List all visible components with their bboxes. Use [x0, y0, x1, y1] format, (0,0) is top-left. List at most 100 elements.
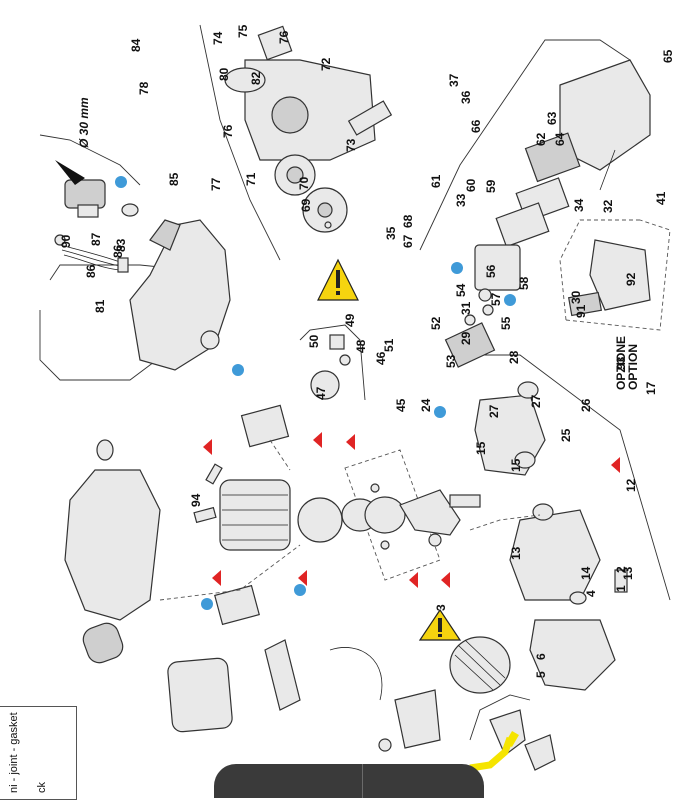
part-number-12: 12: [624, 478, 638, 492]
part-number-41: 41: [654, 191, 668, 205]
group-81-bracket: [39, 134, 141, 186]
red-triangle-icon: [212, 570, 221, 586]
blue-dot-icon: [451, 262, 463, 274]
part-number-63: 63: [545, 111, 559, 125]
air-filter-assembly: [495, 59, 651, 248]
part-number-13: 13: [621, 566, 635, 580]
part-number-58: 58: [517, 276, 531, 290]
warning-triangle-icon: [317, 258, 359, 301]
part-number-57: 57: [489, 292, 503, 306]
group-29-box: [344, 449, 441, 581]
part-number-64: 64: [553, 132, 567, 146]
legend-line-2: ck: [36, 782, 48, 793]
connector-line: [469, 514, 541, 531]
part-number-53: 53: [444, 354, 458, 368]
part-number-45: 45: [394, 398, 408, 412]
part-number-65: 65: [661, 49, 675, 63]
part-number-76: 76: [277, 30, 291, 44]
group-3-bracket: [460, 354, 671, 601]
connector-line: [269, 439, 291, 471]
part-number-6: 6: [534, 653, 548, 660]
option-box-side: [559, 219, 640, 321]
part-number-93: 93: [614, 356, 628, 370]
part-number-13: 13: [509, 546, 523, 560]
part-number-86: 86: [84, 264, 98, 278]
part-number-46: 46: [374, 351, 388, 365]
part-number-84: 84: [129, 38, 143, 52]
part-number-33: 33: [454, 193, 468, 207]
group-66-bracket: [419, 39, 631, 251]
part-number-55: 55: [499, 316, 513, 330]
part-number-82: 82: [249, 71, 263, 85]
crankshaft: [399, 489, 481, 547]
part-number-67: 67: [401, 234, 415, 248]
option-box: [565, 219, 671, 331]
warning-triangle-icon: [418, 608, 462, 641]
part-number-35: 35: [384, 226, 398, 240]
part-number-14: 14: [579, 566, 593, 580]
part-number-24: 24: [419, 398, 433, 412]
option-filter: [567, 239, 651, 317]
muffler: [167, 639, 301, 733]
viewer-toolbar[interactable]: [214, 764, 484, 798]
part-number-17: 17: [644, 381, 658, 395]
part-number-68: 68: [401, 214, 415, 228]
clutch-assembly: [469, 709, 556, 772]
fuel-tank: [129, 219, 231, 371]
ignition-coil: [329, 647, 441, 752]
blue-dot-icon: [232, 364, 244, 376]
part-number-92: 92: [624, 272, 638, 286]
legend-line-1: ni - joint - gasket: [8, 712, 20, 793]
cylinder: [219, 479, 343, 551]
part-number-25: 25: [559, 428, 573, 442]
part-number-66: 66: [469, 119, 483, 133]
part-number-80: 80: [217, 67, 231, 81]
option-label-1: OPZIONE: [614, 336, 628, 390]
option-label-2: OPTION: [626, 344, 640, 390]
part-number-81: 81: [93, 299, 107, 313]
red-triangle-icon: [611, 457, 620, 473]
part-number-69: 69: [299, 198, 313, 212]
part-number-78: 78: [137, 81, 151, 95]
red-triangle-icon: [203, 439, 212, 455]
part-number-48: 48: [354, 339, 368, 353]
part-number-61: 61: [429, 174, 443, 188]
part-number-83: 83: [114, 238, 128, 252]
part-number-94: 94: [189, 493, 203, 507]
part-number-30: 30: [569, 290, 583, 304]
flywheel: [449, 636, 511, 694]
part-number-56: 56: [484, 264, 498, 278]
part-number-1: 1: [614, 585, 628, 592]
blue-dot-icon: [201, 598, 213, 610]
arrow-icon: [55, 160, 85, 185]
ignition-parts: [310, 334, 351, 400]
part-number-27: 27: [529, 394, 543, 408]
engine-cover: [64, 439, 161, 664]
part-number-86: 86: [111, 244, 125, 258]
filler-cap: [64, 179, 139, 218]
carburetor: [444, 244, 521, 368]
blue-dot-icon: [434, 406, 446, 418]
part-number-49: 49: [343, 313, 357, 327]
part-number-74: 74: [211, 31, 225, 45]
red-triangle-icon: [313, 432, 322, 448]
part-number-31: 31: [459, 301, 473, 315]
part-number-75: 75: [236, 24, 250, 38]
part-number-47: 47: [314, 386, 328, 400]
blue-dot-icon: [115, 176, 127, 188]
part-number-50: 50: [307, 334, 321, 348]
starter-assembly: [224, 25, 393, 233]
part-number-26: 26: [579, 398, 593, 412]
crankcase: [474, 381, 628, 691]
part-number-62: 62: [534, 132, 548, 146]
gasket-32: [214, 584, 260, 626]
group-9-bracket: [469, 694, 531, 741]
blue-dot-icon: [504, 294, 516, 306]
diameter-label: Ø 30 mm: [77, 97, 91, 148]
part-number-34: 34: [572, 198, 586, 212]
part-number-72: 72: [319, 57, 333, 71]
part-number-2: 2: [614, 566, 628, 573]
part-number-59: 59: [484, 179, 498, 193]
fuel-hose: [54, 234, 129, 273]
